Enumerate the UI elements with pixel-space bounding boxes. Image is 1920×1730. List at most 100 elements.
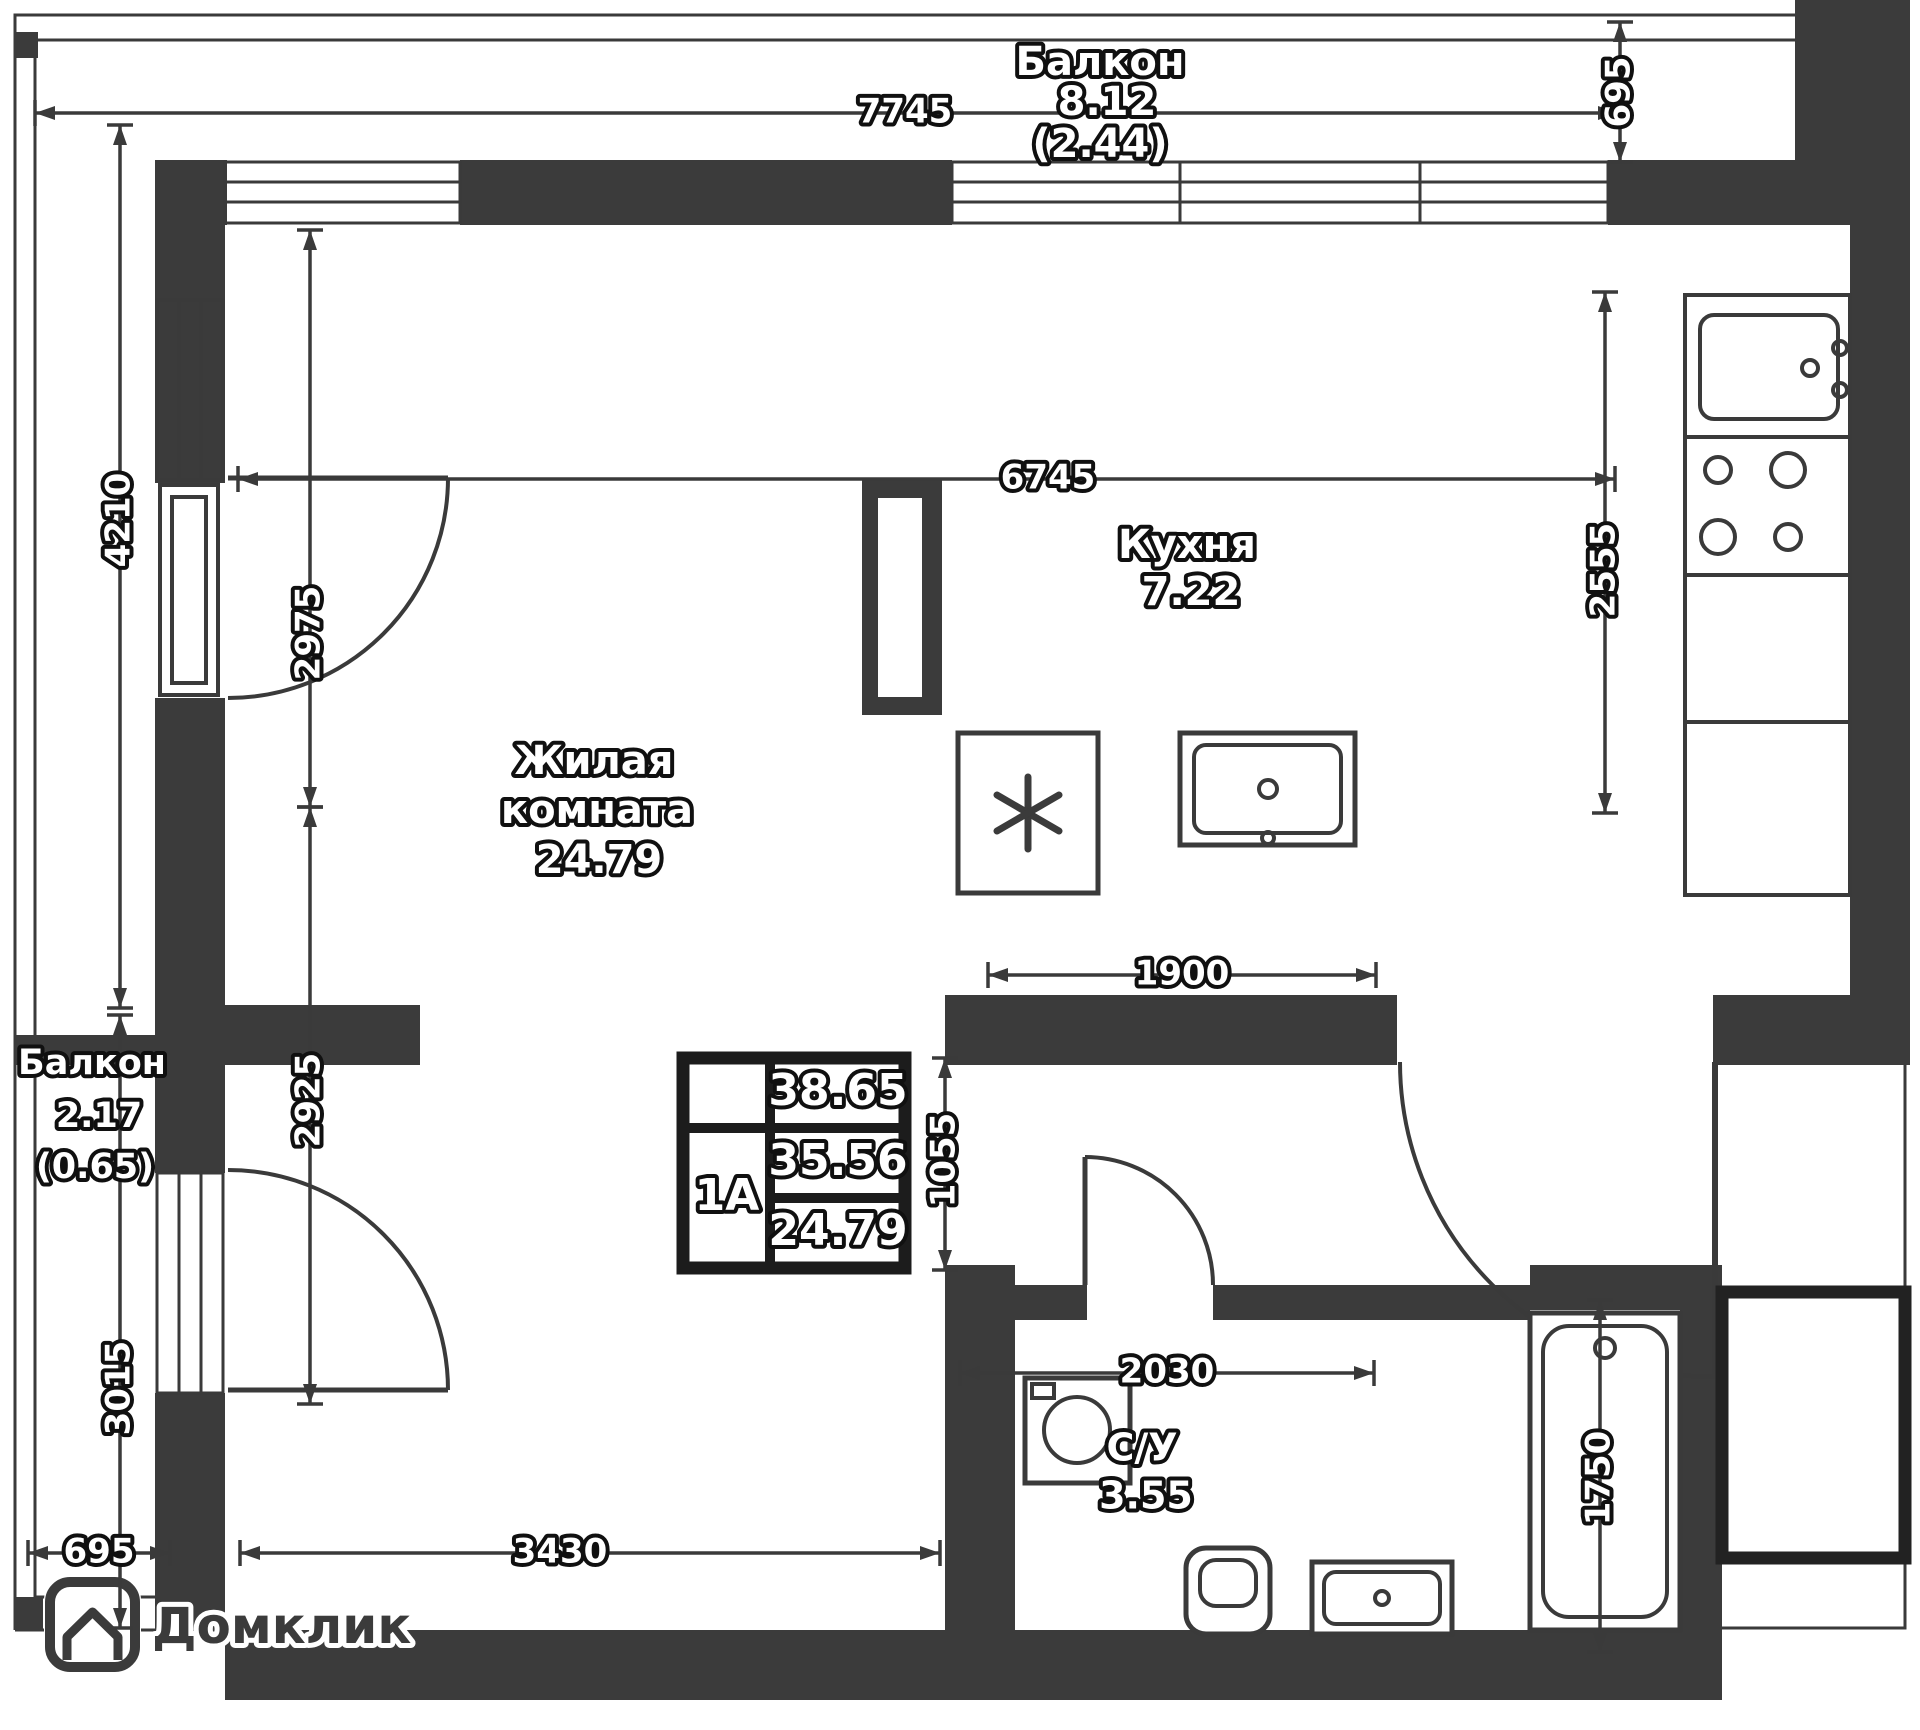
counter-sink-basin	[1698, 313, 1840, 421]
dimension-label: 2975	[289, 586, 329, 681]
room-label: Балкон	[18, 1043, 166, 1083]
dimension-695: 695	[26, 1528, 172, 1576]
wall-left-middle	[155, 698, 225, 1035]
kitchen-window	[950, 160, 1610, 225]
stove-burner	[1703, 455, 1733, 485]
room-label: 2.17	[56, 1096, 142, 1136]
wall-bath-top-b	[1213, 1285, 1530, 1320]
unit-legend: 1А 38.65 35.56 24.79	[676, 1051, 912, 1275]
wall-left-lower-b	[155, 1393, 225, 1630]
faucet-icon	[1831, 339, 1849, 357]
sink-drain	[1257, 778, 1279, 800]
wall-top-left-cap	[155, 160, 227, 225]
wall-top-right-block	[1795, 0, 1910, 162]
dimension-3430: 3430	[238, 1528, 942, 1576]
dimension-label: 4210	[99, 473, 139, 568]
room-label: (0.65)	[36, 1147, 154, 1187]
shaft-box	[1715, 1285, 1912, 1565]
room-label: 24.79	[536, 837, 663, 883]
kitchen-sink-unit	[1177, 730, 1358, 848]
balcony-door-lower	[227, 1168, 450, 1393]
dimension-label: 695	[64, 1532, 135, 1572]
legend-unit-number: 1А	[695, 1170, 760, 1221]
stove-burner	[1699, 518, 1737, 556]
logo-text: Домклик	[152, 1597, 411, 1655]
outer-line-right-bottom	[1722, 1062, 1907, 1630]
room-labels-layer: Балкон8.12(2.44)Кухня7.22Жилаякомната24.…	[14, 35, 1260, 1522]
wall-hall-band-left	[945, 995, 1397, 1065]
wall-left-upper	[155, 225, 225, 483]
bathtub	[1527, 1310, 1683, 1633]
doors	[227, 475, 1718, 1393]
balcony-door-upper	[227, 475, 450, 700]
legend-frame	[676, 1051, 912, 1275]
legend-area-living: 24.79	[768, 1205, 907, 1256]
room-label: Жилая	[515, 738, 674, 784]
legend-area-total: 38.65	[768, 1065, 907, 1116]
bathroom-door	[1082, 1155, 1215, 1286]
dimension-2925: 2925	[285, 805, 333, 1406]
dimensions-layer: 7745 695 6745 4210 2975 2555 2925 3015 1900 1055 2…	[26, 20, 1643, 1654]
wall-living-stub	[225, 1005, 420, 1065]
wall-right	[1850, 160, 1910, 998]
dimension-1750: 1750	[1575, 1298, 1623, 1654]
tub-drain	[1593, 1336, 1617, 1360]
dimension-2975: 2975	[285, 228, 333, 809]
faucet-icon	[1831, 381, 1849, 399]
snowflake-icon	[993, 773, 1063, 853]
left-wall-window-lower	[155, 1171, 225, 1395]
bathroom-sink	[1309, 1559, 1455, 1637]
dimension-label: 1055	[924, 1113, 964, 1208]
wall-bottom	[225, 1630, 1722, 1700]
dimension-label: 1750	[1579, 1431, 1619, 1526]
dimension-6745: 6745	[236, 454, 1617, 502]
dimension-3015: 3015	[95, 1013, 143, 1630]
corner-square-top-left	[14, 32, 38, 58]
room-label: комната	[501, 787, 693, 833]
counter-sink-drain	[1800, 358, 1820, 378]
dimension-label: 6745	[1001, 458, 1096, 498]
counter-outline	[1683, 293, 1852, 897]
dimension-4210: 4210	[95, 123, 143, 1010]
dimension-2030: 2030	[958, 1348, 1376, 1396]
wall-hall-band-right	[1713, 995, 1910, 1065]
left-wall-window-upper	[155, 298, 225, 482]
room-label: Кухня	[1118, 522, 1256, 568]
fridge	[955, 730, 1101, 896]
room-label: 8.12	[1058, 79, 1157, 125]
room-label: 7.22	[1142, 569, 1241, 615]
logo-house-icon	[62, 1607, 123, 1660]
bathroom-fixtures	[1022, 1310, 1683, 1637]
dimension-label: 695	[1599, 57, 1639, 128]
dimension-695: 695	[1595, 20, 1643, 164]
balcony-door-panel-upper	[158, 483, 220, 697]
dimension-2555: 2555	[1580, 290, 1628, 815]
dimension-label: 7745	[858, 92, 953, 132]
stove-burner	[1769, 451, 1807, 489]
dimension-7745: 7745	[33, 88, 1620, 136]
walls	[14, 0, 1910, 1700]
kitchen-counter	[1683, 293, 1852, 897]
dimension-label: 3430	[513, 1532, 608, 1572]
wall-bath-left	[945, 1265, 1015, 1630]
duct-slot	[878, 498, 922, 697]
sink-faucet	[1260, 830, 1276, 846]
dimension-1900: 1900	[986, 950, 1378, 998]
living-room-window	[223, 160, 462, 225]
toilet	[1183, 1545, 1273, 1637]
washing-machine	[1022, 1375, 1133, 1486]
dimension-label: 3015	[99, 1341, 139, 1436]
wall-top-middle	[460, 160, 952, 225]
dimension-label: 2555	[1584, 523, 1624, 618]
corner-square-bottom-left	[15, 1597, 43, 1630]
logo-frame	[45, 1577, 140, 1672]
room-label: Балкон	[1015, 39, 1184, 85]
stove-burner	[1773, 522, 1803, 552]
dimension-label: 1900	[1135, 954, 1230, 994]
dimension-label: 2030	[1120, 1352, 1215, 1392]
room-label: С/У	[1106, 1426, 1177, 1470]
dimension-1055: 1055	[920, 1056, 968, 1272]
left-balcony-inner-line	[33, 1065, 155, 1599]
